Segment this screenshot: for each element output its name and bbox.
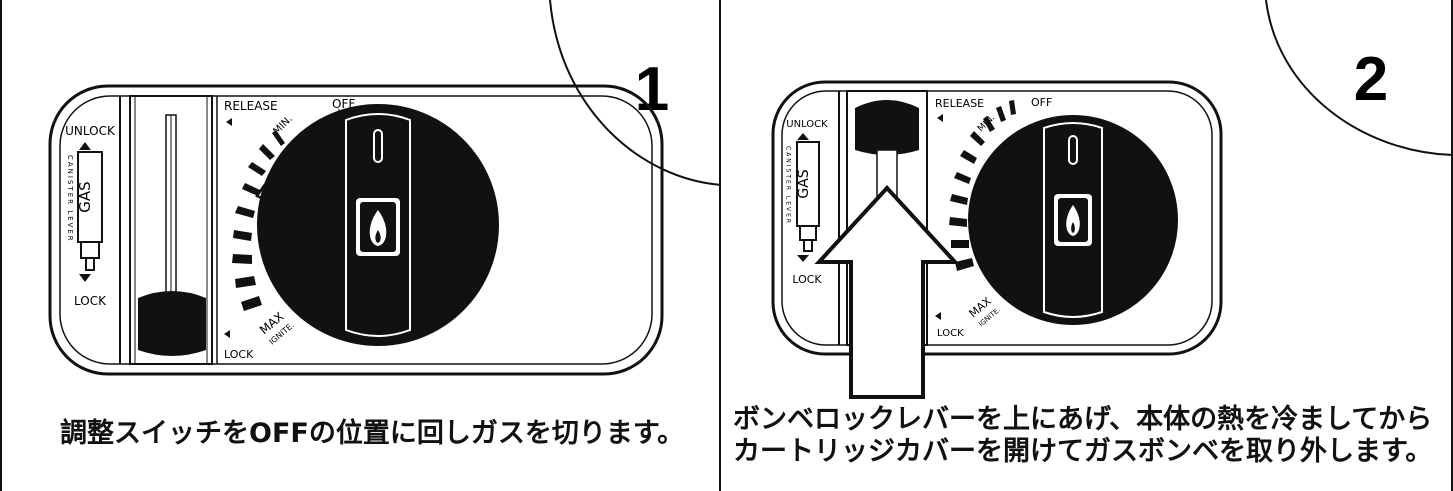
canister-lever-vertical-label: CANISTER LEVER bbox=[785, 146, 792, 225]
lock-label: LOCK bbox=[74, 294, 107, 308]
release-arrow-icon bbox=[226, 118, 232, 126]
canister-lever-vertical-label: CANISTER LEVER bbox=[66, 155, 74, 243]
dial-lock-label: LOCK bbox=[224, 348, 254, 361]
up-arrow-icon bbox=[797, 133, 809, 140]
step-1-illustration: 1 UNLOCK GAS LOCK CANISTER LEVER bbox=[48, 0, 719, 376]
dial-scale bbox=[949, 100, 1016, 271]
down-arrow-icon bbox=[797, 255, 809, 262]
min-label: MIN. bbox=[271, 114, 295, 138]
slider-track bbox=[129, 95, 213, 365]
flame-icon bbox=[369, 210, 387, 246]
lift-up-arrow bbox=[814, 185, 960, 399]
step-1-caption: 調整スイッチをOFFの位置に回しガスを切ります。 bbox=[60, 418, 684, 450]
step-1-panel: 1 UNLOCK GAS LOCK CANISTER LEVER bbox=[0, 0, 721, 491]
control-dial bbox=[257, 104, 499, 346]
gas-label: GAS bbox=[76, 181, 94, 212]
release-arrow-icon bbox=[937, 114, 943, 122]
step-badge-arc bbox=[1265, 0, 1451, 156]
up-arrow-icon bbox=[79, 142, 91, 150]
step-2-panel: 2 UNLOCK GAS LOCK CANISTER LEVER bbox=[721, 0, 1453, 491]
control-dial bbox=[968, 115, 1178, 325]
down-arrow-icon bbox=[79, 274, 91, 282]
lock-arrow-icon bbox=[935, 312, 941, 320]
release-label: RELEASE bbox=[935, 97, 984, 110]
control-panel-outline bbox=[48, 84, 664, 376]
release-label: RELEASE bbox=[224, 99, 278, 113]
step-badge-arc bbox=[549, 0, 719, 186]
control-panel-inner-outline bbox=[781, 90, 1213, 346]
gas-canister-icon bbox=[77, 151, 103, 243]
control-panel-inner-outline bbox=[59, 95, 653, 365]
control-panel-outline bbox=[771, 80, 1223, 356]
dial-lock-label: LOCK bbox=[937, 328, 964, 339]
step-2-illustration: 2 UNLOCK GAS LOCK CANISTER LEVER bbox=[771, 0, 1451, 399]
lever-knob-top bbox=[855, 100, 919, 155]
dial-scale bbox=[232, 130, 285, 311]
step-number: 2 bbox=[1354, 45, 1388, 114]
lock-arrow-icon bbox=[224, 330, 230, 338]
canister-lever-section: UNLOCK GAS LOCK CANISTER LEVER bbox=[785, 91, 840, 345]
min-label: MIN. bbox=[976, 113, 997, 134]
lock-label: LOCK bbox=[792, 273, 822, 286]
lever-knob-bottom bbox=[138, 291, 206, 356]
canister-lever-section: UNLOCK GAS LOCK CANISTER LEVER bbox=[65, 96, 121, 364]
step-2-caption: ボンベロックレバーを上にあげ、本体の熱を冷ましてから カートリッジカバーを開けて… bbox=[733, 404, 1432, 468]
off-label: OFF bbox=[1031, 96, 1052, 109]
flame-icon bbox=[1066, 205, 1080, 236]
caption-line-2: カートリッジカバーを開けてガスボンベを取り外します。 bbox=[733, 436, 1433, 467]
caption-line-1: ボンベロックレバーを上にあげ、本体の熱を冷ましてから bbox=[733, 404, 1433, 435]
caption-line: 調整スイッチをOFFの位置に回しガスを切ります。 bbox=[60, 418, 685, 449]
gas-label: GAS bbox=[796, 169, 812, 198]
unlock-label: UNLOCK bbox=[786, 119, 828, 130]
unlock-label: UNLOCK bbox=[65, 124, 116, 138]
